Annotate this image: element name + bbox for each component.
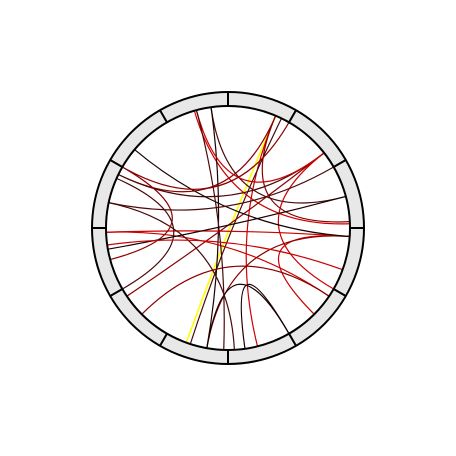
chord-9 [126, 152, 325, 297]
ring-divider-8 [159, 333, 168, 347]
chord-27 [108, 166, 334, 211]
ring-segment-8 [109, 288, 168, 347]
ring-divider-2 [288, 109, 297, 123]
ring-layer [91, 91, 365, 365]
chord-24 [110, 166, 173, 261]
chord-2 [245, 115, 277, 347]
chord-14 [206, 235, 350, 349]
chord-28 [122, 122, 290, 190]
chord-5 [189, 118, 283, 345]
chord-11 [118, 152, 325, 198]
ring-divider-5 [333, 288, 347, 297]
chords-layer [106, 107, 350, 350]
chord-25 [107, 195, 346, 250]
ring-divider-3 [333, 159, 347, 168]
ring-segment-5 [288, 288, 347, 347]
chord-17 [106, 231, 330, 297]
chord-22 [195, 110, 225, 350]
chord-20 [240, 284, 290, 349]
ring-divider-9 [109, 288, 123, 297]
ring-segment-11 [109, 109, 168, 168]
chord-16 [134, 149, 350, 238]
chord-1 [185, 115, 277, 343]
chord-26 [107, 239, 343, 271]
chord-23 [116, 177, 175, 290]
ring-divider-6 [288, 333, 297, 347]
ring-divider-11 [109, 159, 123, 168]
chord-18 [141, 265, 330, 315]
ring-divider-12 [159, 109, 168, 123]
chord-12 [195, 110, 325, 183]
chord-6 [193, 110, 350, 225]
chord-21 [108, 202, 235, 350]
chord-15 [106, 230, 350, 238]
